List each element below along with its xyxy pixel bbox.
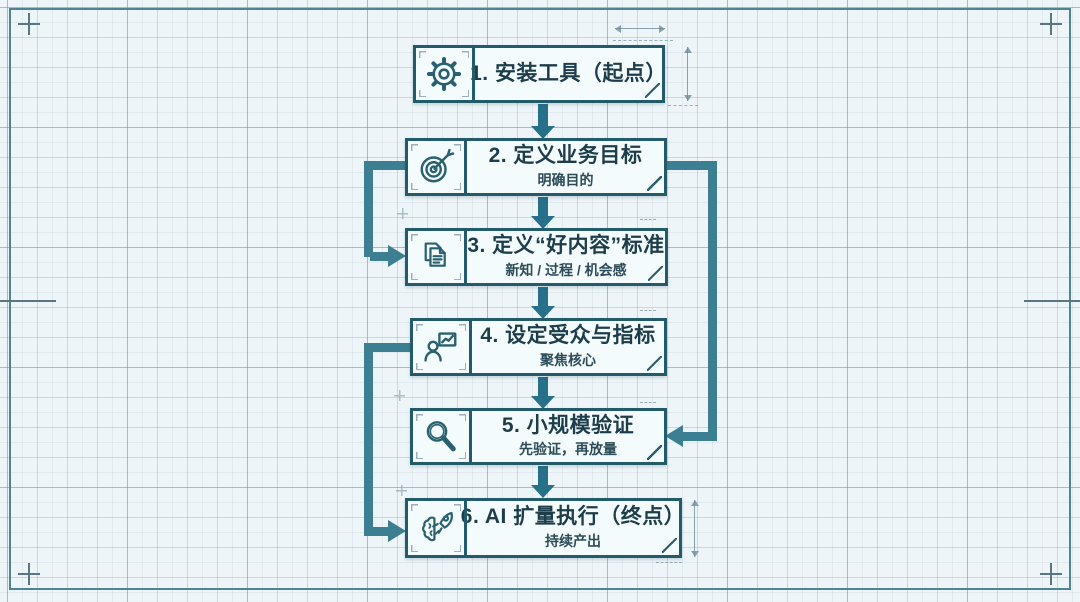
- flow-node-3-subtitle: 新知 / 过程 / 机会感: [505, 261, 627, 278]
- crosshair-bottom-left-icon: [18, 563, 40, 585]
- flow-node-3-body: 3. 定义“好内容”标准 新知 / 过程 / 机会感: [467, 231, 665, 283]
- audience-metrics-icon: [413, 321, 472, 373]
- target-goal-icon: [408, 141, 467, 193]
- arrow-4-to-5: [531, 377, 555, 409]
- dashed-extension-line: [668, 105, 698, 106]
- flow-node-2-title: 2. 定义业务目标: [488, 144, 643, 168]
- flow-node-5-title: 5. 小规模验证: [501, 413, 635, 437]
- flow-node-3: 3. 定义“好内容”标准 新知 / 过程 / 机会感: [405, 228, 668, 286]
- flow-node-2-body: 2. 定义业务目标 明确目的: [467, 141, 664, 193]
- arrow-2-to-3: [531, 197, 555, 229]
- dashed-extension-line: [656, 562, 682, 563]
- flow-node-2: 2. 定义业务目标 明确目的: [405, 138, 667, 196]
- flow-node-6-title: 6. AI 扩量执行（终点）: [460, 505, 686, 529]
- flow-node-4-body: 4. 设定受众与指标 聚焦核心: [472, 321, 664, 373]
- flow-node-3-title: 3. 定义“好内容”标准: [467, 234, 665, 258]
- loop-2-5-segment: [683, 432, 710, 441]
- flow-node-1-title: 1. 安装工具（起点）: [470, 61, 667, 85]
- flow-node-4: 4. 设定受众与指标 聚焦核心: [410, 318, 667, 376]
- documents-icon: [408, 231, 467, 283]
- plus-mark-icon: [394, 390, 405, 401]
- loop-2-5-segment: [708, 161, 717, 441]
- dimension-line: [690, 500, 699, 557]
- flow-node-4-subtitle: 聚焦核心: [540, 351, 596, 368]
- flow-node-1: 1. 安装工具（起点）: [413, 45, 666, 103]
- flow-node-1-body: 1. 安装工具（起点）: [470, 48, 666, 100]
- arrow-3-to-4: [531, 287, 555, 319]
- loop-4-6-arrowhead: [388, 520, 406, 542]
- loop-4-6-segment: [364, 343, 412, 352]
- loop-2-3-segment: [364, 161, 373, 257]
- corner-fold-mark: [647, 445, 662, 460]
- brain-rocket-icon: [408, 501, 467, 555]
- loop-2-3-segment: [370, 252, 390, 261]
- flow-node-6-body: 6. AI 扩量执行（终点） 持续产出: [461, 501, 685, 555]
- magnifier-icon: [413, 411, 472, 462]
- dashed-extension-line: [640, 310, 656, 311]
- flow-node-5-body: 5. 小规模验证 先验证，再放量: [472, 411, 664, 462]
- dimension-line: [683, 47, 692, 101]
- plus-mark-icon: [397, 208, 408, 219]
- dashed-extension-line: [640, 402, 656, 403]
- loop-2-3-segment: [364, 161, 407, 170]
- corner-fold-mark: [647, 176, 662, 191]
- flow-node-5-subtitle: 先验证，再放量: [519, 441, 617, 458]
- loop-4-6-segment: [370, 527, 390, 536]
- dimension-line: [615, 24, 665, 33]
- arrow-1-to-2: [531, 104, 555, 139]
- loop-2-3-arrowhead: [388, 245, 406, 267]
- flow-node-2-subtitle: 明确目的: [537, 171, 594, 188]
- flow-node-4-title: 4. 设定受众与指标: [480, 324, 656, 348]
- corner-fold-mark: [647, 356, 662, 371]
- loop-2-5-segment: [665, 161, 717, 170]
- plus-mark-icon: [396, 485, 407, 496]
- arrow-5-to-6: [531, 466, 555, 498]
- blueprint-frame: [9, 8, 1071, 590]
- corner-fold-mark: [662, 538, 677, 553]
- flow-node-6: 6. AI 扩量执行（终点） 持续产出: [405, 498, 685, 558]
- loop-2-5-arrowhead: [665, 425, 683, 447]
- flow-node-6-subtitle: 持续产出: [545, 532, 601, 549]
- gear-settings-icon: [416, 48, 475, 100]
- crosshair-top-right-icon: [1040, 13, 1062, 35]
- right-edge-tick: [1024, 300, 1080, 302]
- dashed-extension-line: [613, 40, 673, 41]
- loop-4-6-segment: [364, 343, 373, 536]
- crosshair-bottom-right-icon: [1040, 563, 1062, 585]
- corner-fold-mark: [648, 266, 663, 281]
- flow-node-5: 5. 小规模验证 先验证，再放量: [410, 408, 667, 465]
- crosshair-top-left-icon: [18, 13, 40, 35]
- corner-fold-mark: [645, 83, 660, 98]
- dashed-extension-line: [640, 219, 656, 220]
- left-edge-tick: [0, 300, 56, 302]
